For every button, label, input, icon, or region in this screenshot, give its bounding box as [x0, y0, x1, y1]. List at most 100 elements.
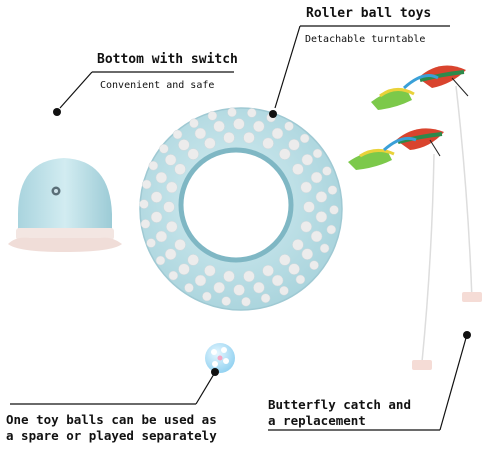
ring-hole: [279, 148, 291, 160]
ring-hole: [292, 239, 304, 251]
ring-hole: [202, 291, 212, 302]
callout-balls: [10, 368, 219, 405]
ring-hole: [319, 243, 330, 254]
ring-hole: [155, 255, 166, 266]
ring-hole: [310, 171, 323, 184]
callout-butterfly: [268, 331, 471, 431]
ring-hole: [310, 230, 323, 243]
ring-hole: [207, 111, 218, 121]
ring-hole: [315, 191, 328, 203]
ring-hole: [312, 148, 323, 159]
butterfly-caption-line-2: a replacement: [268, 413, 366, 428]
ring-hole: [262, 137, 274, 150]
roller-ring-image: [139, 107, 343, 311]
ring-hole: [141, 179, 152, 190]
ring-hole: [271, 127, 284, 140]
ring-hole: [194, 274, 207, 287]
ring-hole: [148, 160, 159, 171]
ring-hole: [233, 284, 245, 296]
callout-roller: [269, 25, 450, 118]
ring-hole: [223, 131, 235, 144]
ring-hole: [279, 254, 291, 266]
ring-hole: [295, 274, 306, 285]
ring-hole: [204, 137, 216, 150]
ring-hole: [243, 270, 255, 283]
ring-hole: [223, 270, 235, 283]
ring-hole: [146, 238, 156, 248]
ring-hole: [326, 224, 337, 235]
roller-title: Roller ball toys: [306, 6, 432, 21]
ring-hole: [166, 181, 178, 194]
ring-hole: [187, 254, 199, 266]
ring-hole: [299, 133, 310, 144]
callout-dot: [269, 110, 277, 118]
ring-hole: [189, 118, 199, 129]
butterfly-wand-1: [371, 65, 482, 302]
ring-hole: [204, 264, 216, 277]
ring-hole: [315, 211, 328, 223]
ring-hole: [213, 281, 225, 294]
ring-hole: [309, 260, 319, 270]
ring-hole: [227, 107, 237, 118]
roller-subtitle: Detachable turntable: [305, 34, 426, 45]
butterfly-wand-2: [348, 128, 444, 370]
ring-hole: [159, 144, 169, 154]
ring-hole: [221, 296, 231, 306]
ring-hole: [284, 121, 294, 131]
ring-hole: [155, 171, 168, 184]
ring-hole: [262, 264, 274, 277]
ring-hole: [260, 293, 271, 303]
ring-hole: [322, 166, 332, 176]
ring-hole: [253, 281, 265, 294]
ring-hole: [168, 270, 179, 281]
ring-hole: [247, 108, 257, 118]
ring-hole: [243, 131, 255, 144]
ring-hole: [178, 139, 190, 151]
ring-hole: [140, 219, 151, 229]
balls-caption-line-1: One toy balls can be used as: [6, 412, 217, 427]
ring-hole: [150, 211, 163, 223]
ring-hole: [233, 118, 245, 130]
ring-hole: [301, 154, 314, 166]
ring-hole: [303, 201, 315, 213]
ring-hole: [194, 127, 207, 140]
butterfly-caption-line-1: Butterfly catch and: [268, 397, 411, 412]
ring-hole: [300, 220, 312, 233]
ring-hole: [184, 283, 194, 293]
ring-hole: [187, 148, 199, 160]
ring-hole: [155, 230, 168, 243]
balls-caption-line-2: a spare or played separately: [6, 428, 217, 443]
ring-hole: [164, 248, 177, 260]
bottom-switch-subtitle: Convenient and safe: [100, 80, 215, 91]
callout-bottom-switch: [53, 71, 234, 116]
ring-hole: [329, 205, 339, 215]
callout-dot: [211, 368, 219, 376]
ring-hole: [150, 191, 163, 203]
ring-hole: [163, 201, 175, 213]
ring-hole: [271, 274, 284, 287]
switch-base-image: [8, 158, 122, 252]
ring-hole: [166, 220, 178, 233]
balls-caption: One toy balls can be used as a spare or …: [6, 412, 217, 444]
ring-hole: [288, 139, 300, 151]
ring-hole: [327, 185, 338, 195]
ring-hole: [279, 285, 289, 296]
ring-hole: [139, 199, 149, 209]
ring-hole: [292, 163, 304, 175]
ring-hole: [213, 120, 225, 133]
bottom-switch-title: Bottom with switch: [97, 52, 238, 67]
ring-hole: [172, 129, 183, 140]
ring-hole: [174, 239, 186, 251]
ring-hole: [164, 154, 177, 166]
ring-hole: [288, 263, 300, 275]
ring-hole: [301, 248, 314, 260]
butterfly-caption: Butterfly catch and a replacement: [268, 397, 411, 429]
ring-hole: [253, 120, 265, 133]
callout-dot: [463, 331, 471, 339]
toy-ball-image: [205, 343, 235, 373]
callout-dot: [53, 108, 61, 116]
ring-hole: [174, 163, 186, 175]
ring-hole: [300, 181, 312, 194]
ring-hole: [241, 296, 251, 307]
